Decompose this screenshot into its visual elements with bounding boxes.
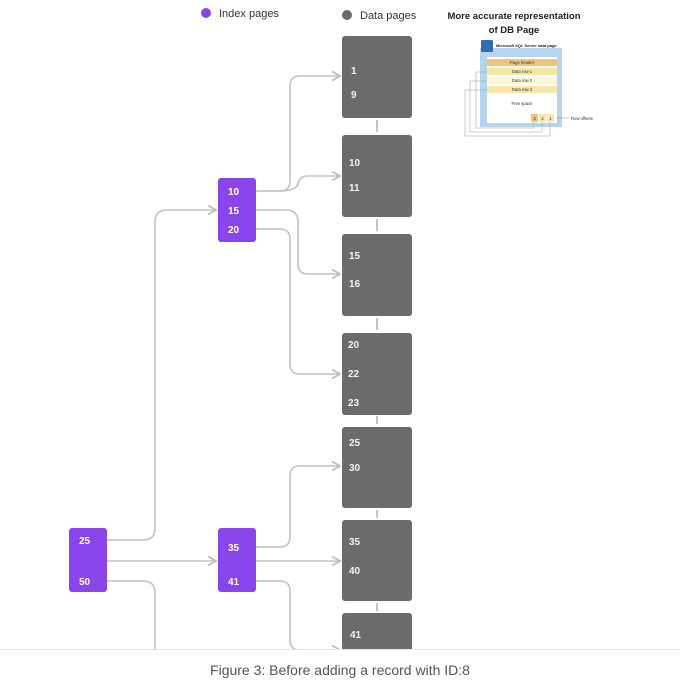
data-row-band <box>487 68 557 75</box>
data-page-key: 40 <box>349 566 361 577</box>
data-row-label: Data row 3 <box>512 87 533 92</box>
connector-idx-20 <box>240 228 342 380</box>
offset-value: 3 <box>533 116 536 121</box>
connector-idx-15a <box>254 170 342 192</box>
index-page-key: 25 <box>79 536 91 547</box>
offset-cell <box>531 114 538 122</box>
data-page-key: 23 <box>348 398 360 409</box>
data-page-7: 41 <box>342 613 412 650</box>
data-page-key: 10 <box>349 158 361 169</box>
connector-idx-35 <box>240 460 342 548</box>
data-legend-dot <box>342 10 352 20</box>
row-offsets-label: Row offsets <box>571 116 593 121</box>
legend: Index pages Data pages <box>201 8 417 22</box>
index-page-key: 50 <box>79 577 91 588</box>
caption-divider <box>0 649 680 650</box>
offset-pointers <box>464 71 551 137</box>
figure-caption: Figure 3: Before adding a record with ID… <box>210 662 470 678</box>
data-page-key: 41 <box>350 630 362 641</box>
data-page-6: 35 40 <box>342 520 412 601</box>
data-page-box <box>342 234 412 316</box>
data-page-3: 15 16 <box>342 234 412 316</box>
data-page-box <box>342 520 412 601</box>
data-page-2: 10 11 <box>342 135 412 217</box>
index-legend-dot <box>201 8 211 18</box>
data-page-key: 30 <box>349 463 361 474</box>
b-tree-diagram: Index pages Data pages 1 9 <box>69 8 593 650</box>
data-page-1: 1 9 <box>342 36 412 118</box>
offset-value: 2 <box>541 116 544 121</box>
data-legend-label: Data pages <box>360 10 417 22</box>
index-page-box <box>218 528 256 592</box>
free-space-label: Free space <box>512 101 534 106</box>
offset-cell <box>539 114 546 122</box>
data-page-key: 9 <box>351 90 357 101</box>
data-page-key: 25 <box>349 438 361 449</box>
connector-idx-15b <box>244 209 342 280</box>
offset-value: 1 <box>549 116 552 121</box>
data-row-band <box>487 86 557 93</box>
server-icon <box>481 40 493 52</box>
index-page-1: 10 15 20 <box>218 178 256 242</box>
db-page-inset: More accurate representation of DB Page … <box>447 11 593 137</box>
index-legend-label: Index pages <box>219 8 279 20</box>
connector-idx-41 <box>240 580 342 650</box>
index-page-key: 15 <box>228 206 240 217</box>
data-page-box <box>342 135 412 217</box>
data-page-box <box>342 36 412 118</box>
data-page-key: 1 <box>351 66 357 77</box>
index-page-key: 41 <box>228 577 240 588</box>
index-page-box <box>69 528 107 592</box>
sql-server-page: Microsoft SQL Server data page Page head… <box>464 40 593 137</box>
page-header-label: Page header <box>510 60 535 65</box>
data-page-key: 22 <box>348 369 360 380</box>
index-pages: 10 15 20 35 41 25 50 <box>69 178 256 592</box>
data-page-box <box>342 333 412 415</box>
data-row-band <box>487 77 557 84</box>
data-page-5: 25 30 <box>342 427 412 508</box>
inset-title: More accurate representation <box>447 11 580 22</box>
root-index-page: 25 50 <box>69 528 107 592</box>
data-page-box <box>342 613 412 650</box>
offset-cell <box>547 114 554 122</box>
data-page-key: 15 <box>349 251 361 262</box>
data-row-label: Data row 1 <box>512 69 533 74</box>
page-header-title: Microsoft SQL Server data page <box>496 43 557 48</box>
data-page-key: 35 <box>349 537 361 548</box>
data-page-4: 20 22 23 <box>342 333 412 415</box>
index-page-key: 20 <box>228 225 240 236</box>
index-page-key: 35 <box>228 543 240 554</box>
index-page-2: 35 41 <box>218 528 256 592</box>
page-header-band <box>487 59 557 66</box>
index-page-key: 10 <box>228 187 240 198</box>
connector-root-25 <box>106 204 218 541</box>
inset-title-line2: of DB Page <box>489 25 540 36</box>
data-page-key: 16 <box>349 279 361 290</box>
index-page-box <box>218 178 256 242</box>
data-page-key: 11 <box>349 183 360 194</box>
data-page-box <box>342 427 412 508</box>
data-pages: 1 9 10 11 15 16 20 22 23 25 30 35 40 <box>342 36 412 650</box>
connector-idx-10 <box>240 70 342 192</box>
connector-root-50 <box>90 580 156 650</box>
data-row-label: Data row 2 <box>512 78 533 83</box>
data-page-key: 20 <box>348 340 360 351</box>
